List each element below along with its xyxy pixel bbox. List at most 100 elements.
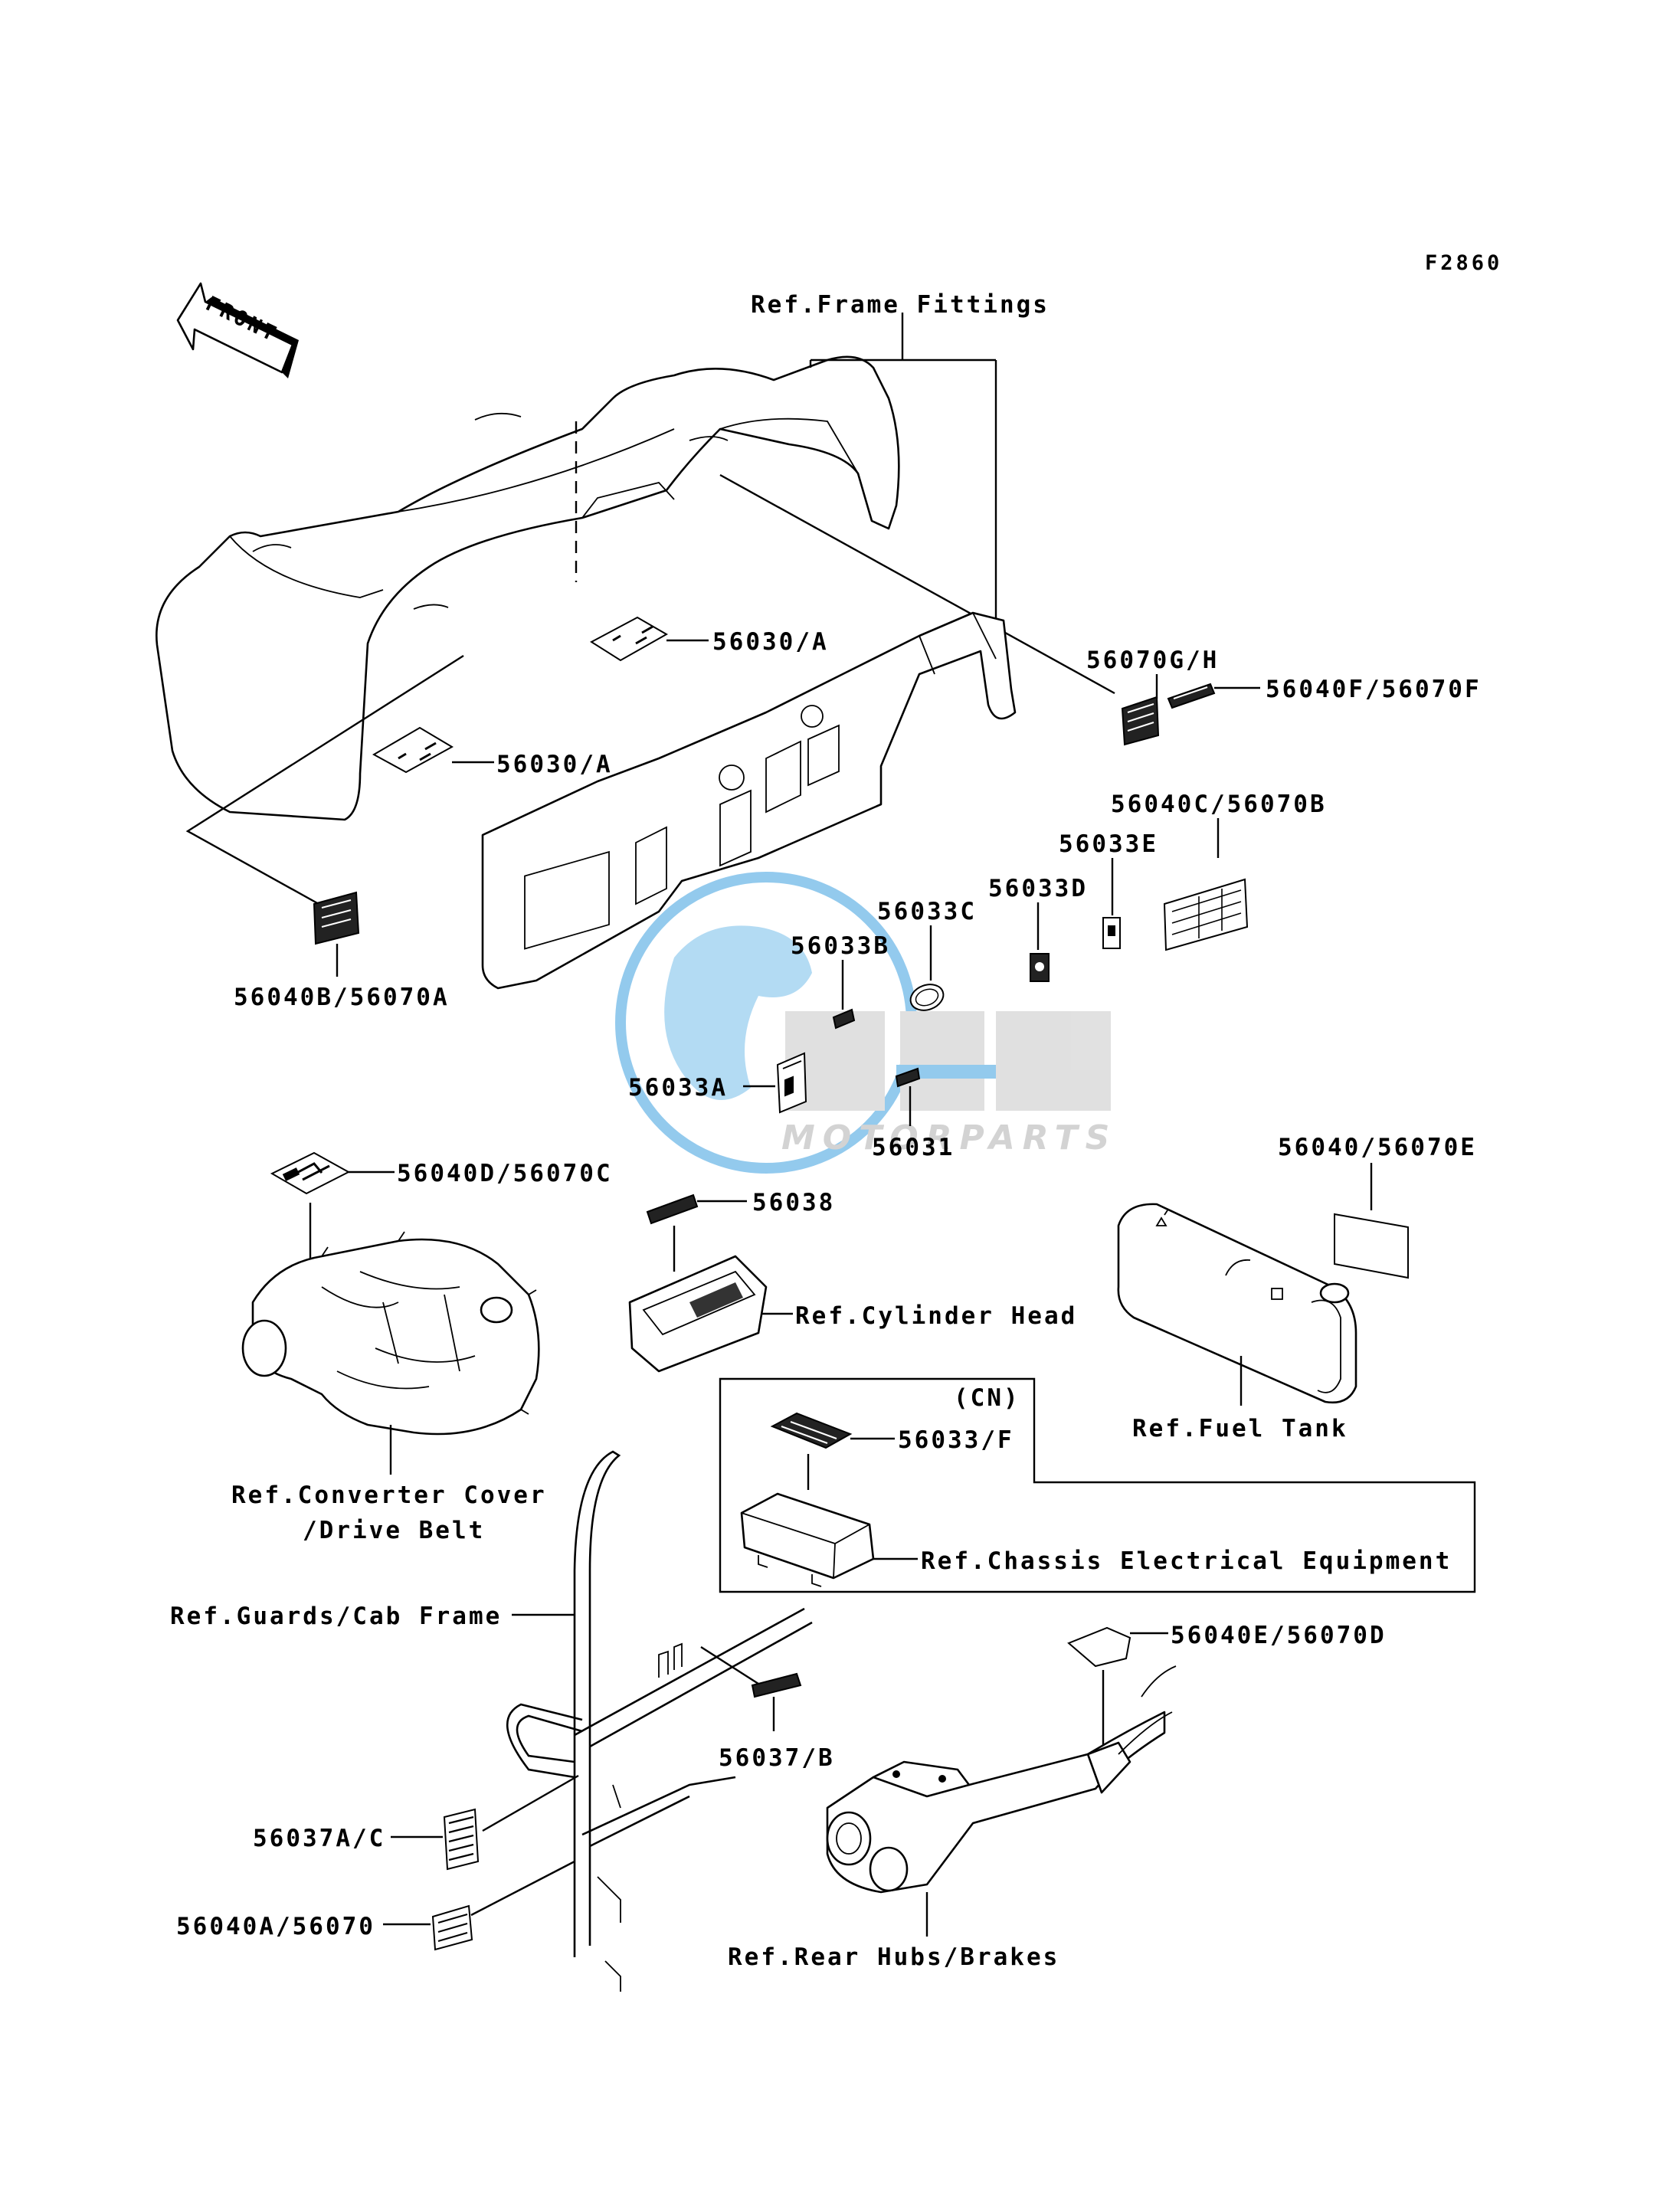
- fuel-tank-end: [1311, 1299, 1341, 1393]
- label-56033e: 56033E: [1059, 830, 1158, 858]
- cab-frame-upright: [573, 1450, 621, 1957]
- meter-panel-screen: [524, 850, 610, 950]
- rear-hub: [826, 1665, 1177, 1894]
- dash-cover-notch: [581, 481, 675, 519]
- sticker-56040-tank: [1334, 1213, 1409, 1279]
- label-56033a: 56033A: [628, 1074, 728, 1102]
- sticker-56040a: [431, 1904, 473, 1951]
- fuel-tank: [1117, 1203, 1357, 1404]
- dash-cover-leader-left: [185, 654, 464, 909]
- converter-cover-ribs: [321, 1271, 476, 1390]
- chassis-box: [740, 1492, 875, 1587]
- meter-panel-vents: [635, 724, 840, 905]
- rear-hub-line: [1118, 1665, 1177, 1755]
- sticker-56031: [895, 1067, 921, 1088]
- watermark-letter-e: [900, 1011, 984, 1111]
- front-arrow: FRONT: [176, 282, 299, 378]
- dash-cover: [156, 355, 900, 821]
- sticker-56040e-hub: [1067, 1626, 1131, 1668]
- dash-cover-ridge: [229, 535, 384, 598]
- watermark: MOTORPARTS: [615, 872, 1117, 1174]
- label-chassis: Ref.Chassis Electrical Equipment: [921, 1547, 1452, 1575]
- label-rear-hubs: Ref.Rear Hubs/Brakes: [728, 1943, 1059, 1971]
- watermark-continents: [664, 925, 812, 1100]
- sticker-56030a-top: [590, 616, 669, 662]
- meter-panel-knob: [801, 705, 824, 728]
- fuel-tank-mark: [1155, 1210, 1168, 1226]
- sticker-56033d: [1030, 953, 1050, 982]
- cab-frame-rail1: [574, 1607, 813, 1748]
- label-56037b: 56037/B: [719, 1744, 835, 1772]
- meter-panel-gauge: [719, 765, 745, 791]
- sticker-56037ac: [443, 1808, 480, 1871]
- figure-code: F2860: [1425, 251, 1502, 275]
- label-cn: (CN): [954, 1384, 1020, 1412]
- cab-frame: [506, 1450, 813, 1992]
- watermark-letter-m: [996, 1011, 1111, 1111]
- label-56038: 56038: [752, 1189, 835, 1216]
- dash-cover-ridge3: [719, 417, 859, 474]
- label-56033d: 56033D: [988, 875, 1088, 902]
- label-56033f: 56033/F: [898, 1426, 1014, 1454]
- cab-frame-bracket: [597, 1642, 683, 1992]
- rear-hub-bolt1: [892, 1770, 900, 1778]
- meter-panel-bracket: [919, 612, 997, 675]
- dash-cover-ridge2: [398, 428, 675, 512]
- label-converter-2: /Drive Belt: [303, 1517, 485, 1544]
- label-56037ac: 56037A/C: [253, 1825, 385, 1852]
- dash-cover-mark1: [252, 412, 729, 610]
- label-56030a-top: 56030/A: [712, 628, 829, 656]
- converter-cover-hub: [241, 1319, 287, 1377]
- label-56040e-hub: 56040E/56070D: [1171, 1622, 1387, 1649]
- frame-fittings-bracket: [719, 313, 1115, 695]
- fuel-tank-cap: [1319, 1282, 1350, 1304]
- rear-hub-bore2: [869, 1846, 909, 1892]
- label-56070gh: 56070G/H: [1086, 647, 1219, 674]
- sticker-56033e: [1102, 917, 1121, 949]
- sticker-56033c: [909, 984, 945, 1011]
- front-arrow-shadow: [205, 297, 299, 378]
- label-56040d: 56040D/56070C: [397, 1160, 613, 1187]
- fuel-tank-hose: [1225, 1259, 1251, 1276]
- label-guards: Ref.Guards/Cab Frame: [170, 1603, 502, 1630]
- rear-hub-bore1: [826, 1811, 872, 1866]
- label-56030a-left: 56030/A: [496, 751, 613, 778]
- rear-hub-bolt2: [938, 1775, 946, 1783]
- cab-frame-loop: [506, 1703, 583, 1779]
- dash-cover-outline: [156, 355, 900, 821]
- converter-cover-cap: [480, 1296, 513, 1324]
- watermark-sub: MOTORPARTS: [781, 1118, 1117, 1157]
- sticker-56040c: [1163, 878, 1249, 951]
- cylinder-head-top: [642, 1270, 756, 1336]
- label-56040c: 56040C/56070B: [1111, 791, 1327, 818]
- leader-56040a: [383, 1860, 575, 1926]
- fuel-tank-outline: [1117, 1203, 1357, 1404]
- watermark-bar: [896, 1065, 996, 1079]
- cab-frame-rail2: [581, 1776, 736, 1848]
- sticker-56033f: [770, 1412, 853, 1449]
- meter-panel-outline: [481, 611, 1017, 990]
- label-56040a: 56040A/56070: [176, 1913, 375, 1940]
- sticker-56038: [646, 1193, 699, 1225]
- label-cylinder-head: Ref.Cylinder Head: [795, 1302, 1077, 1330]
- sticker-56037b: [751, 1672, 802, 1698]
- ref-frame-fittings-label: Ref.Frame Fittings: [751, 291, 1050, 319]
- sticker-56030a-left: [372, 726, 454, 774]
- sticker-56033a: [776, 1052, 807, 1114]
- fuel-tank-port: [1271, 1288, 1283, 1300]
- label-56040b: 56040B/56070A: [234, 984, 450, 1011]
- label-fuel-tank: Ref.Fuel Tank: [1132, 1415, 1348, 1442]
- sticker-56040d: [270, 1151, 351, 1195]
- label-56040f: 56040F/56070F: [1266, 676, 1482, 703]
- sticker-56040b: [313, 891, 360, 945]
- rear-hub-bore1-inner: [836, 1822, 862, 1855]
- leader-56037b: [700, 1645, 775, 1731]
- label-56033c: 56033C: [877, 898, 977, 925]
- chassis-box-top: [741, 1512, 870, 1579]
- label-56031: 56031: [872, 1134, 955, 1161]
- rear-hub-end: [1086, 1741, 1131, 1794]
- leader-56037ac: [391, 1774, 579, 1838]
- label-56033b: 56033B: [791, 932, 890, 960]
